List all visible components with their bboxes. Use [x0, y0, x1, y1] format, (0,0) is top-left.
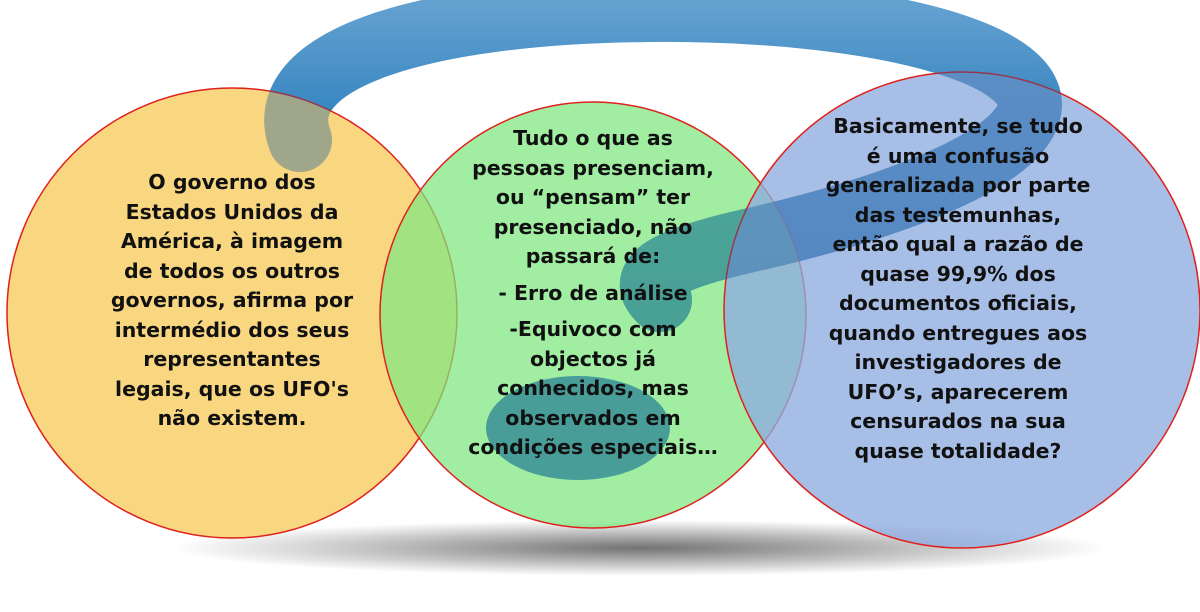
center-intro-text: Tudo o que as pessoas presenciam, ou “pens…: [454, 124, 732, 272]
left-text-line: intermédio dos seus: [114, 317, 350, 342]
center-intro-line: presenciado, não: [493, 214, 693, 239]
center-item2-line: condições especiais…: [468, 435, 718, 459]
left-text-line: não existem.: [157, 406, 307, 430]
right-circle-text: Basicamente, se tudo é uma confusão genera…: [798, 112, 1118, 466]
center-item-analysis-error: - Erro de análise: [498, 280, 688, 305]
left-text-line: governos, afirma por: [110, 288, 354, 312]
right-text-line: é uma confusão: [866, 143, 1050, 168]
center-intro-line: pessoas presenciam,: [472, 155, 714, 180]
right-text-line: das testemunhas,: [854, 202, 1062, 227]
center-circle-text: Tudo o que as pessoas presenciam, ou “pens…: [454, 124, 732, 463]
left-text-line: legais, que os UFO's: [115, 376, 349, 401]
center-intro-line: Tudo o que as: [513, 126, 673, 150]
right-text-line: quase totalidade?: [854, 438, 1062, 463]
right-text-line: quando entregues aos: [828, 320, 1088, 345]
right-text-line: generalizada por parte: [825, 173, 1091, 197]
right-text-line: quase 99,9% dos: [860, 261, 1056, 286]
left-text-line: Estados Unidos da: [125, 199, 339, 224]
center-item2-line: observados em: [505, 405, 681, 430]
ground-shadow: [170, 520, 1110, 576]
center-item2-line: objectos já: [530, 346, 656, 371]
left-text-line: O governo dos: [148, 170, 316, 194]
center-item2-line: -Equivoco com: [509, 317, 677, 341]
left-text-line: de todos os outros: [124, 258, 340, 283]
right-text-line: documentos oficiais,: [839, 291, 1077, 315]
center-intro-line: ou “pensam” ter: [495, 185, 691, 209]
right-text-line: censurados na sua: [850, 409, 1066, 433]
right-text-line: investigadores de: [854, 350, 1062, 374]
center-item2-line: conhecidos, mas: [497, 376, 689, 400]
center-item-confusion: -Equivoco com objectos já conhecidos, mas o…: [454, 315, 732, 463]
left-text-line: América, à imagem: [120, 229, 344, 253]
right-text-line: UFO’s, aparecerem: [847, 379, 1069, 404]
right-circle: [723, 71, 1200, 549]
right-text-line: Basicamente, se tudo: [833, 114, 1083, 138]
center-intro-line: passará de:: [525, 244, 661, 268]
right-text-line: então qual a razão de: [832, 232, 1084, 256]
left-text-line: representantes: [143, 347, 321, 371]
